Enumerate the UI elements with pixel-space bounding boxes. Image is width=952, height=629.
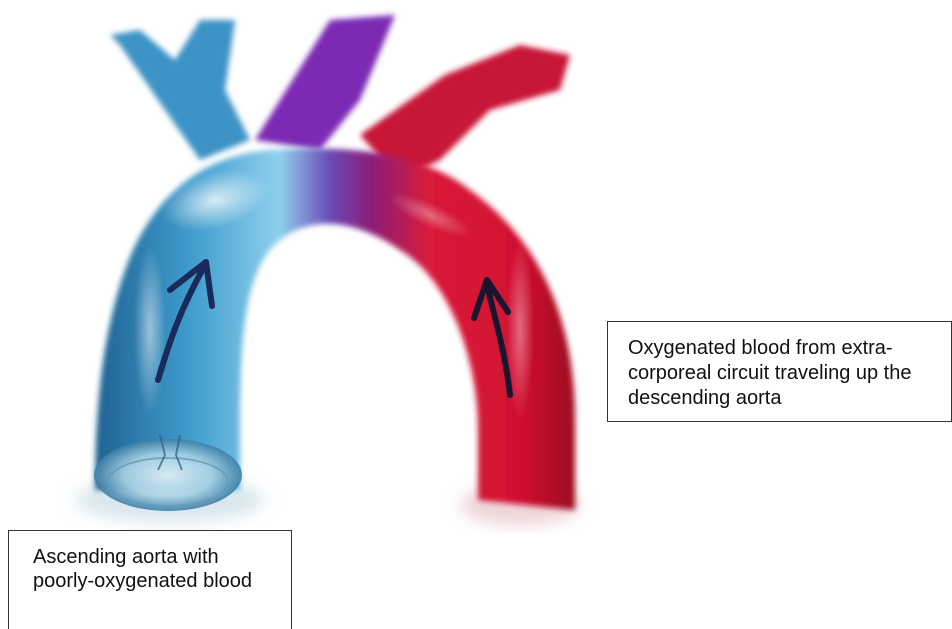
- ascending-opening: [94, 439, 242, 511]
- descending-aorta-label: Oxygenated blood from extra-corporeal ci…: [607, 321, 952, 422]
- ascending-aorta-label: Ascending aorta with poorly-oxygenated b…: [8, 530, 292, 629]
- ascending-highlight: [134, 245, 166, 415]
